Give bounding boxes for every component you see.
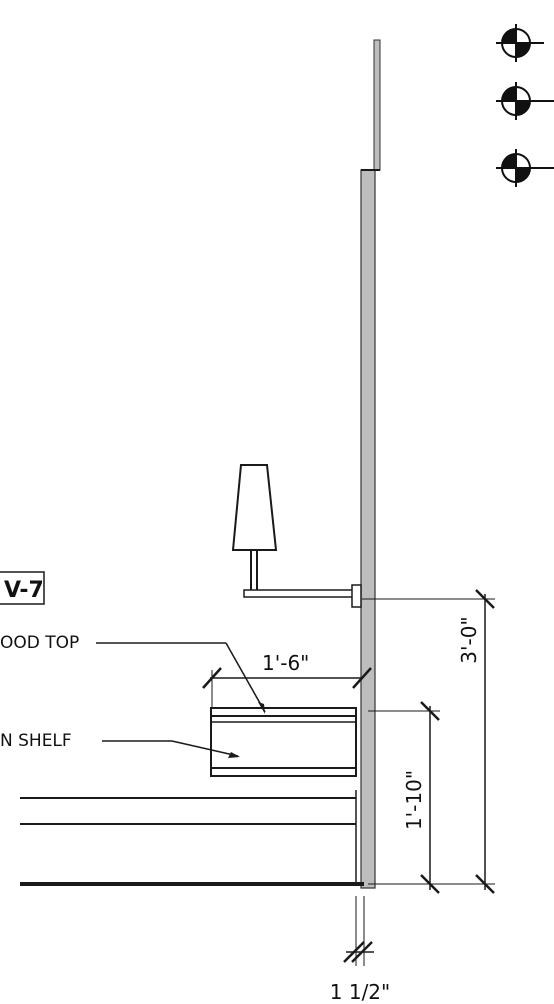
top-label: OOD TOP bbox=[0, 633, 79, 653]
dim-shelf-depth-text: 1'-6" bbox=[262, 651, 309, 675]
elevation-marker-icon bbox=[496, 149, 554, 187]
label-shelf: N SHELF bbox=[0, 731, 240, 758]
dim-shelf-height: 1'-10" bbox=[368, 701, 440, 894]
dim-sconce-height: 3'-0" bbox=[362, 589, 495, 894]
dim-shelf-depth: 1'-6" bbox=[202, 651, 372, 708]
elevation-marker-icon bbox=[496, 82, 554, 120]
shelf bbox=[210, 707, 357, 777]
dim-panel-thickness-text: 1 1/2" bbox=[330, 980, 390, 1004]
tag-label: V-7 bbox=[4, 578, 44, 603]
label-top: OOD TOP bbox=[0, 633, 266, 714]
wall-sconce bbox=[231, 464, 362, 608]
base-lines bbox=[20, 790, 364, 886]
wall-section bbox=[360, 39, 381, 889]
dim-sconce-height-text: 3'-0" bbox=[457, 616, 481, 663]
elevation-marker-icon bbox=[496, 24, 544, 62]
shelf-label: N SHELF bbox=[0, 731, 72, 751]
dim-panel-thickness: 1 1/2" bbox=[330, 896, 390, 1004]
tag-box: V-7 bbox=[0, 571, 45, 605]
dim-shelf-height-text: 1'-10" bbox=[402, 770, 426, 830]
